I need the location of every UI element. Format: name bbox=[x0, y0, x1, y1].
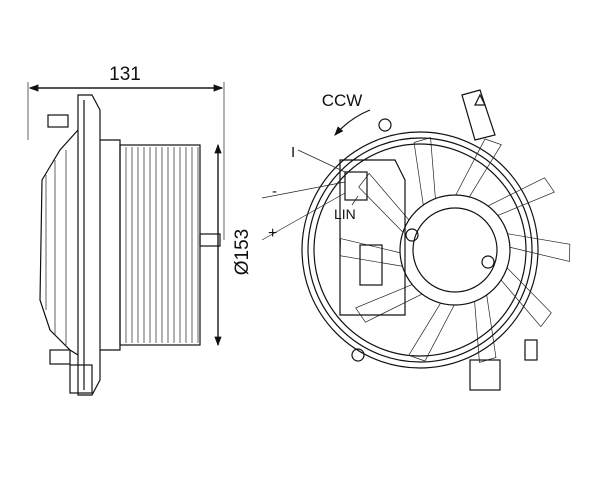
fan-blade bbox=[339, 238, 403, 267]
diameter-label: Ø153 bbox=[232, 229, 253, 275]
pin-label-i: I bbox=[291, 144, 295, 161]
fan-blade bbox=[408, 302, 455, 362]
width-label: 131 bbox=[109, 64, 141, 85]
fan-blade bbox=[355, 284, 423, 323]
connector bbox=[344, 171, 368, 201]
fan-blade bbox=[413, 137, 436, 206]
pin-label-plus: + bbox=[268, 225, 277, 242]
fan-blade bbox=[487, 177, 555, 216]
width-dimension: 131 bbox=[27, 64, 225, 240]
fan-blade bbox=[455, 138, 502, 198]
front-view bbox=[301, 89, 571, 391]
diameter-dimension: Ø153 bbox=[214, 143, 253, 347]
pin-label-minus: - bbox=[272, 183, 277, 200]
rotation-label: CCW bbox=[322, 91, 363, 110]
pin-label-lin: LIN bbox=[334, 206, 356, 222]
fan-blade bbox=[507, 233, 571, 262]
fan-blade bbox=[500, 267, 552, 328]
side-view bbox=[39, 94, 221, 396]
fan-blade bbox=[358, 172, 410, 233]
